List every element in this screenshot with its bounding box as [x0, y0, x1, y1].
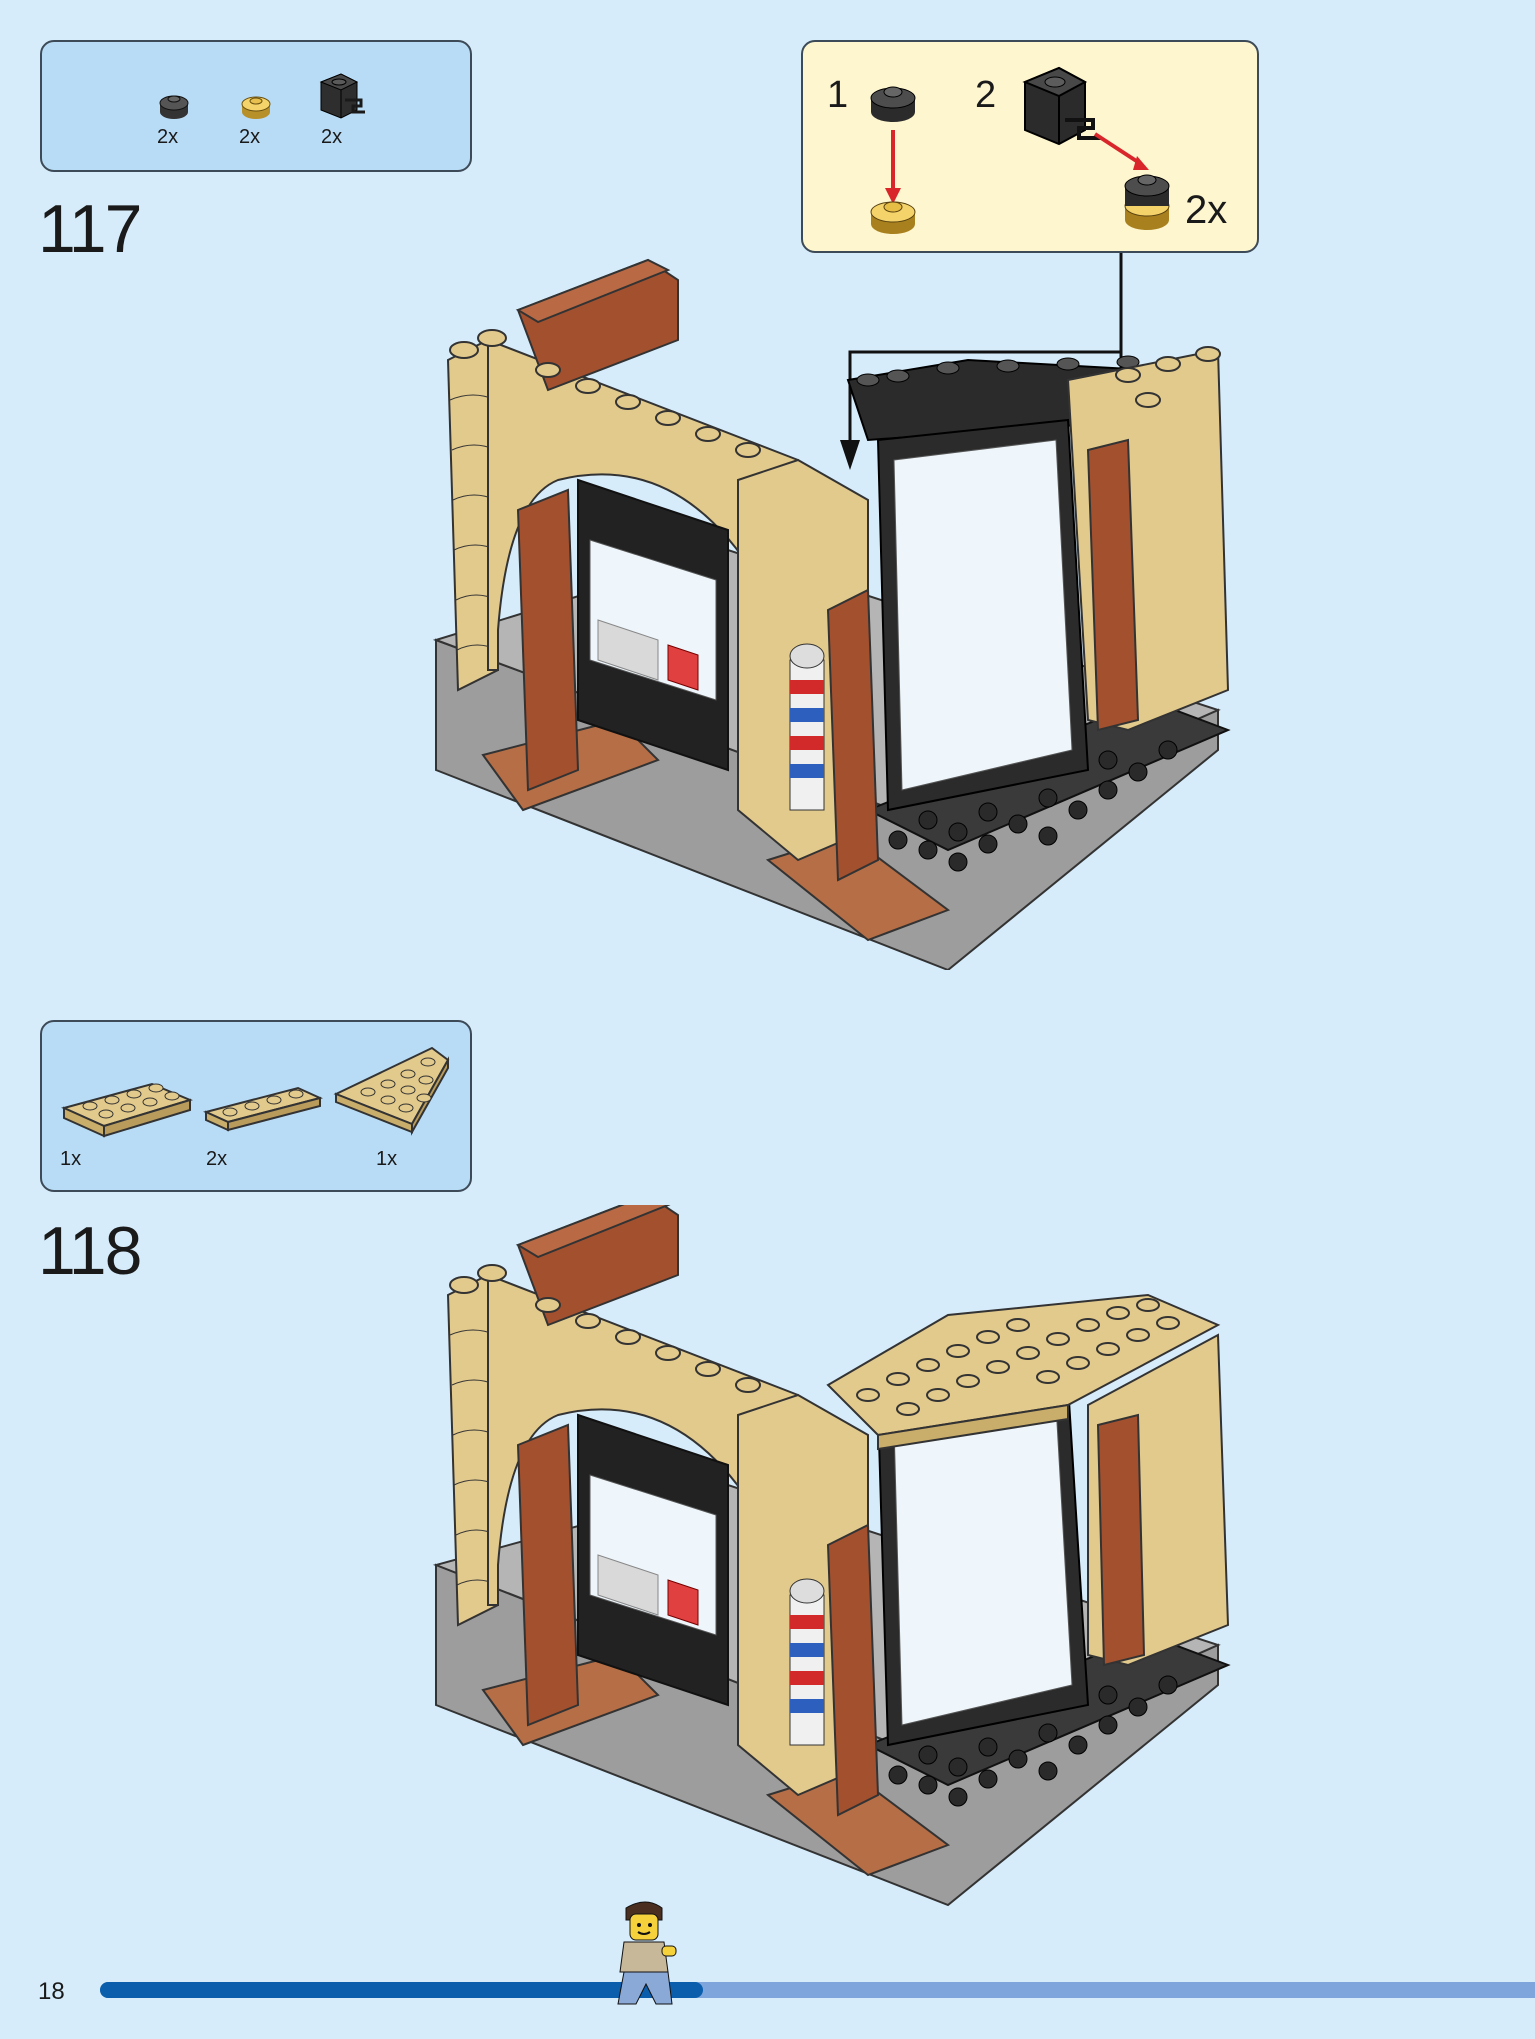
build-progress-fill [100, 1982, 703, 1998]
tan-plate-2x4-icon [60, 1070, 194, 1140]
sub-step-number: 2 [975, 74, 997, 116]
minifigure-icon [617, 1901, 677, 2005]
part-qty: 2x [206, 1148, 228, 1170]
step-number-118: 118 [38, 1213, 142, 1289]
sub-step-number: 1 [827, 74, 849, 116]
part-qty: 2x [239, 126, 261, 148]
round-plate-black-icon [870, 86, 916, 122]
stacked-round-plates-icon [1124, 174, 1170, 230]
round-plate-gold-icon [234, 92, 278, 124]
tan-plate-1x4-icon [202, 1082, 324, 1132]
part-qty: 1x [60, 1148, 82, 1170]
model-illustration-117 [432, 258, 1231, 970]
build-progress-bar [100, 1982, 1535, 1998]
barber-pole-icon [789, 1578, 825, 1746]
part-qty: 2x [157, 126, 179, 148]
barber-pole-icon [789, 643, 825, 811]
clip-brick-black-icon [1022, 66, 1101, 146]
page-number: 18 [38, 1978, 65, 2005]
part-qty: 1x [376, 1148, 398, 1170]
round-plate-gold-icon [870, 201, 916, 234]
tan-wedge-plate-icon [332, 1040, 454, 1140]
callout-multiplier: 2x [1185, 188, 1228, 232]
model-illustration-118 [432, 1205, 1231, 1907]
round-plate-black-icon [152, 90, 196, 124]
step-number-117: 117 [38, 191, 142, 267]
callout-illustration [870, 66, 1170, 234]
parts-list-118: 1x 2x 1x [40, 1020, 472, 1192]
parts-list-117: 2x 2x 2x [40, 40, 472, 172]
part-qty: 2x [321, 126, 343, 148]
clip-brick-black-icon [314, 72, 370, 122]
sub-assembly-callout: 1 2 [801, 40, 1259, 253]
